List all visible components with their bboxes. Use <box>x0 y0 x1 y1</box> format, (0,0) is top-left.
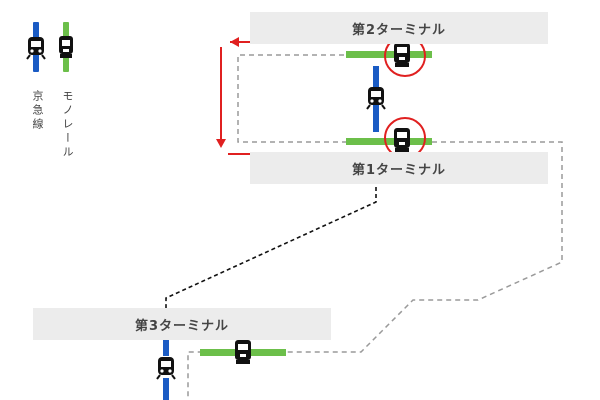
terminal-3-label: 第3ターミナル <box>33 308 331 340</box>
terminal-2-station <box>346 35 432 132</box>
keikyu-train-icon <box>156 357 176 380</box>
terminal-3-keikyu-line-top <box>163 340 169 356</box>
monorail-train-icon <box>59 36 73 58</box>
monorail-train-icon <box>394 43 410 67</box>
legend-monorail-label: モノレール <box>61 90 74 160</box>
terminal-3-station <box>156 340 286 400</box>
terminal-2-label: 第2ターミナル <box>250 12 548 44</box>
terminal-2-platform <box>346 51 432 58</box>
keikyu-train-icon <box>366 87 386 110</box>
terminal-1-platform <box>346 138 432 145</box>
monorail-train-icon <box>394 128 410 152</box>
legend-keikyu <box>26 22 46 72</box>
legend-keikyu-label: 京急線 <box>31 90 44 132</box>
terminal-1-label: 第1ターミナル <box>250 152 548 184</box>
arrowhead-down-icon <box>216 139 226 148</box>
keikyu-train-icon <box>26 37 46 60</box>
arrowhead-left-icon <box>230 37 239 47</box>
monorail-train-icon <box>235 340 251 364</box>
legend-monorail <box>59 22 73 72</box>
terminal-3-keikyu-line-bottom <box>163 378 169 400</box>
